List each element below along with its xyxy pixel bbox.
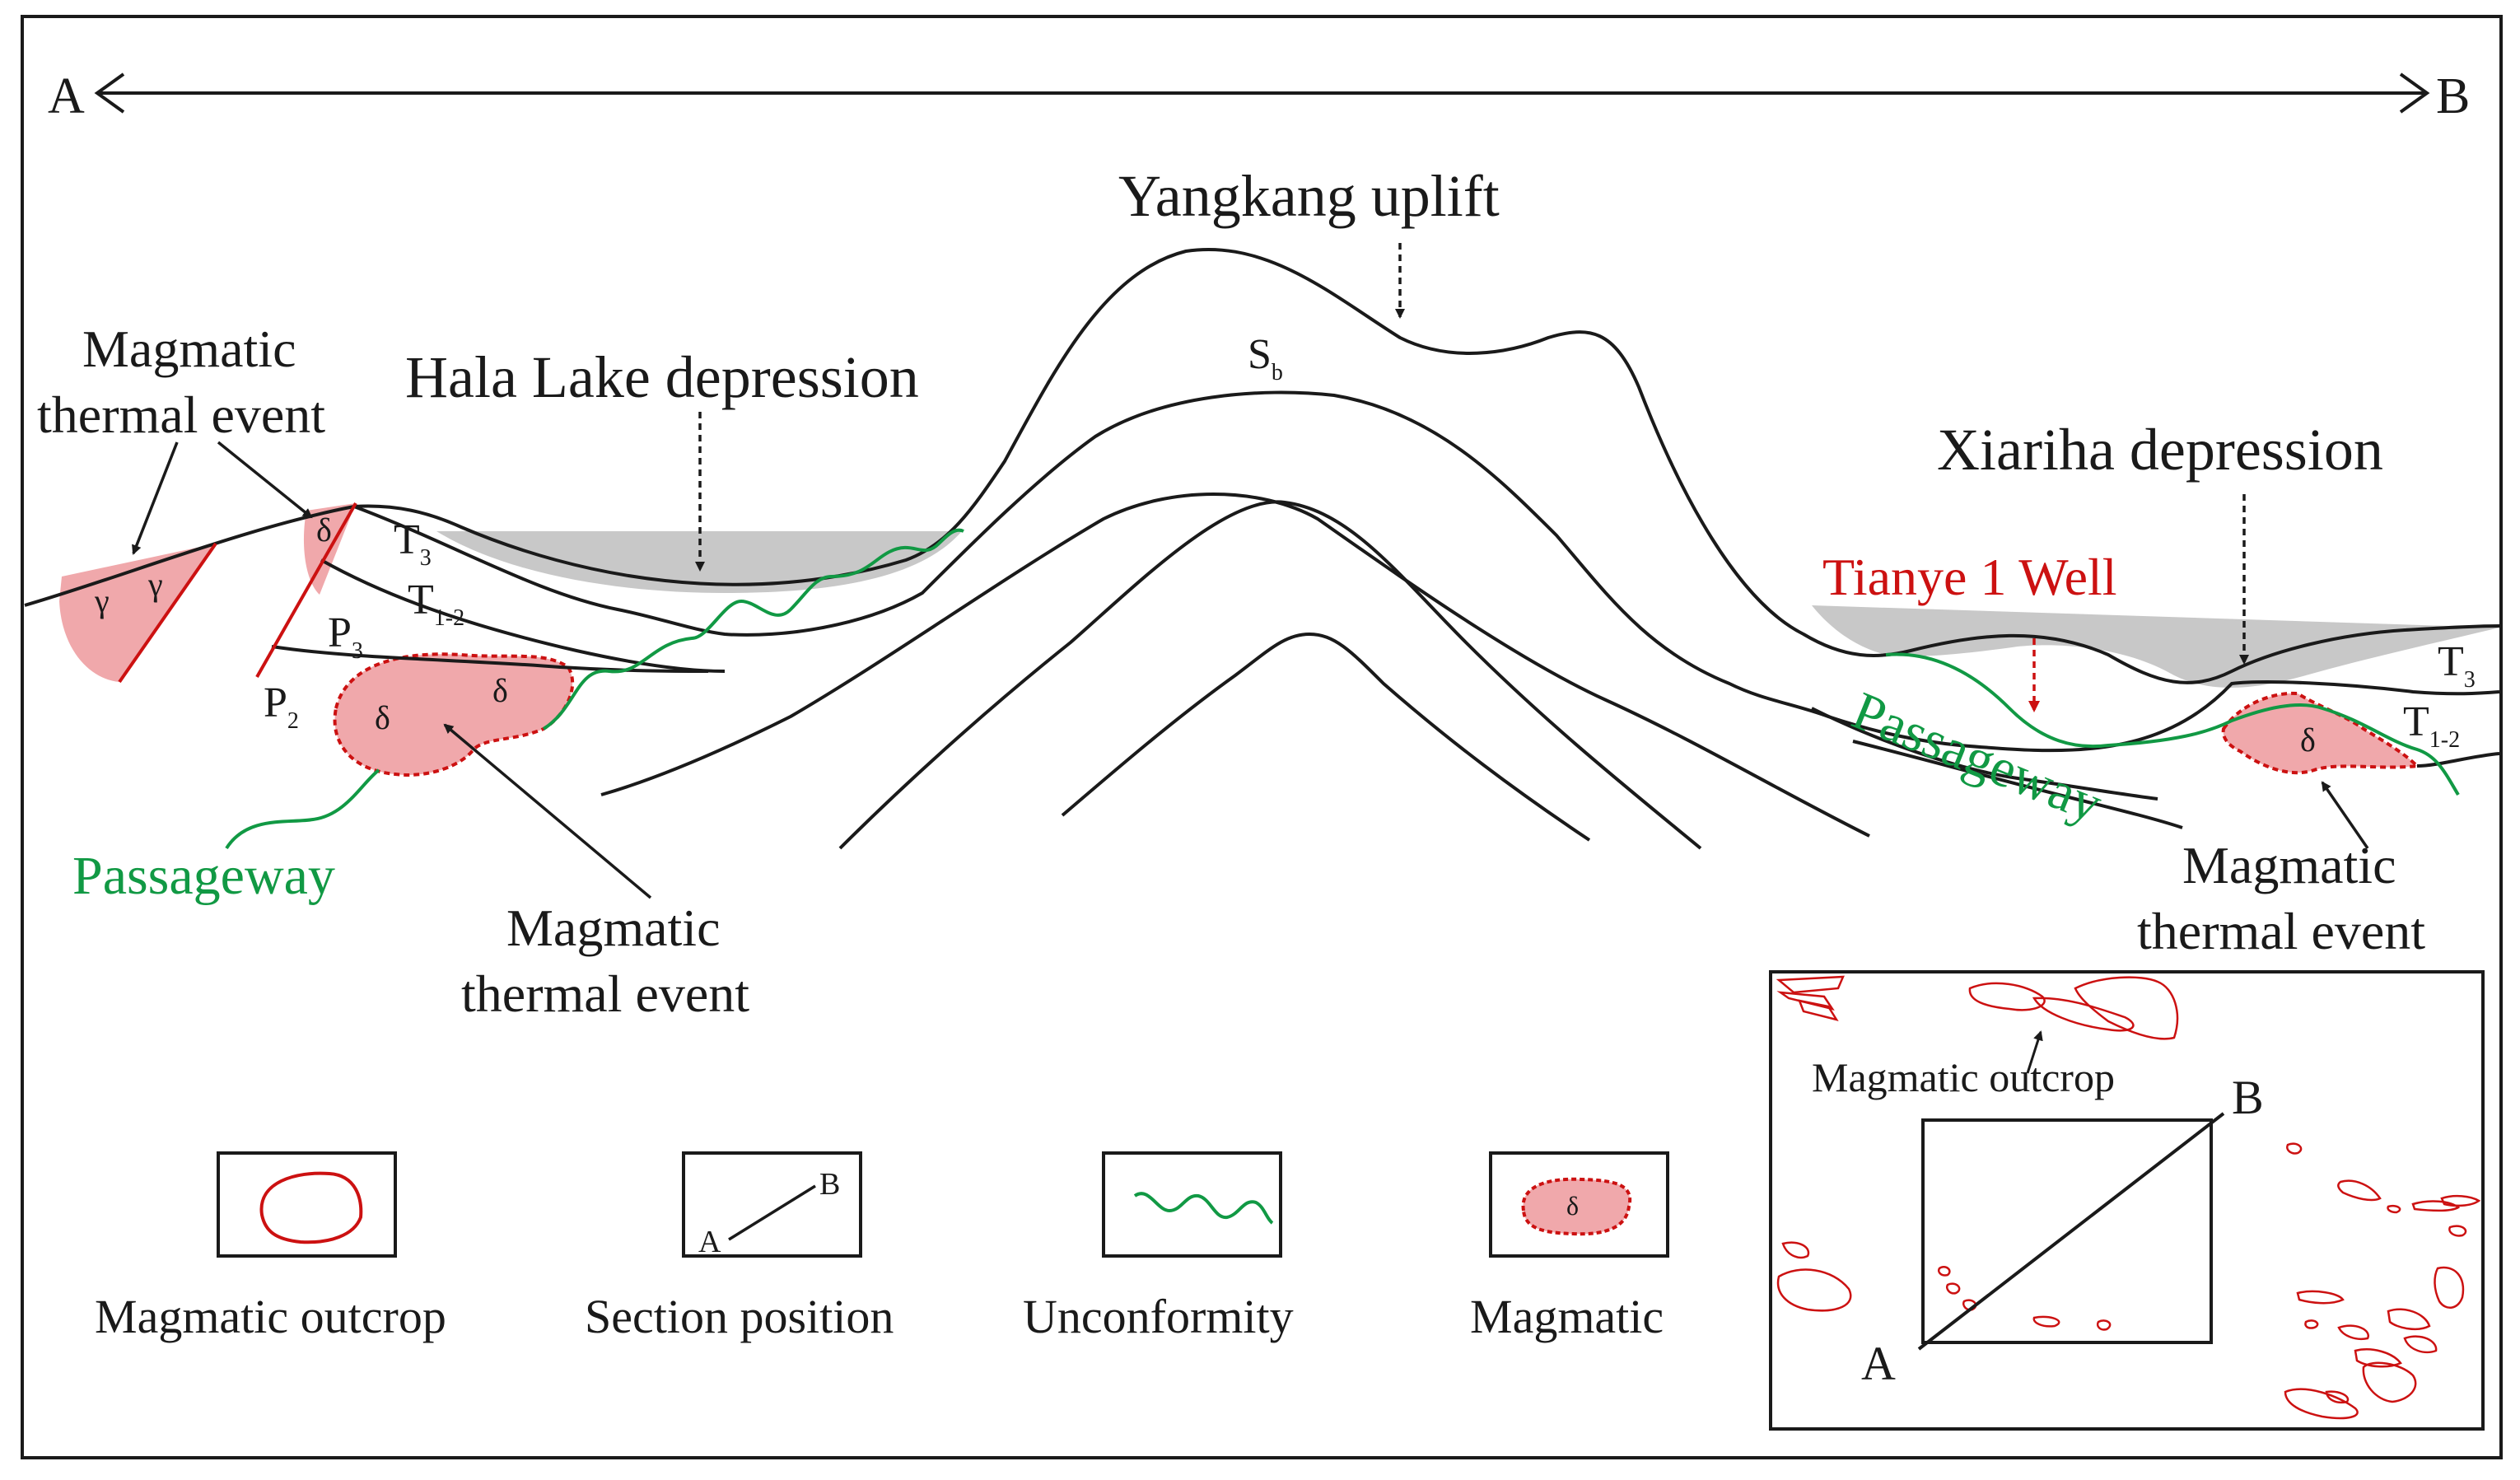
- unconformity-lines: [225, 528, 2460, 850]
- inset-section-box: [1921, 1118, 2213, 1344]
- gamma-symbol-2: γ: [147, 566, 163, 603]
- legend-item-unconformity: Unconformity: [1023, 1151, 1294, 1343]
- stratum-p2: P2: [264, 679, 299, 734]
- magmatic-symbols: γ γ δ δ δ δ: [94, 511, 2316, 759]
- strata-symbols: T3 T1-2 P3 P2 Sb T3 T1-2: [264, 331, 2476, 753]
- inset-outcrop-arrow: [2026, 1030, 2043, 1074]
- thermal-event-label-2: thermal event: [461, 964, 749, 1023]
- stratum-p3: P3: [328, 609, 363, 664]
- unconformity-right: [1885, 652, 2460, 796]
- gamma-symbol-1: γ: [94, 582, 110, 619]
- yangkang-uplift-label: Yangkang uplift: [1118, 163, 1500, 229]
- thermal-event-label-1: thermal event: [37, 385, 325, 444]
- arrow-to-left-delta: [443, 723, 652, 899]
- legend-unconformity-label: Unconformity: [1023, 1290, 1294, 1343]
- legend-item-outcrop: Magmatic outcrop: [95, 1151, 446, 1343]
- strata-lines: [24, 248, 2500, 850]
- fault-left: [118, 542, 217, 684]
- thermal-event-label-3: thermal event: [2137, 902, 2425, 960]
- inset-point-a: A: [1861, 1337, 1896, 1390]
- hala-lake-depression-label: Hala Lake depression: [405, 344, 919, 410]
- delta-magmatic-body-right: [2221, 691, 2421, 775]
- arrow-to-right-delta: [2321, 781, 2369, 849]
- legend: Magmatic outcrop A B Section position Un…: [95, 1151, 1669, 1343]
- gamma-magmatic-body: [59, 544, 216, 682]
- passageway-label-right: Passageway: [1844, 680, 2110, 834]
- delta-symbol-left-1: δ: [375, 699, 390, 736]
- legend-section-label: Section position: [585, 1290, 894, 1343]
- xiariha-depression-fill: [1812, 605, 2499, 688]
- inset-outcrops: [1776, 975, 2481, 1420]
- legend-item-section: A B Section position: [585, 1151, 894, 1343]
- stratum-t12-right: T1-2: [2403, 698, 2460, 753]
- magmatic-label-2: Magmatic: [506, 899, 720, 957]
- section-line: A B: [48, 68, 2470, 124]
- section-end-label: B: [2436, 68, 2470, 124]
- unconformity-left-upper: [542, 528, 964, 731]
- delta-symbol-fault: δ: [316, 511, 332, 549]
- section-start-label: A: [48, 68, 85, 124]
- arrow-to-gamma: [132, 441, 179, 555]
- magmatic-label-3: Magmatic: [2182, 836, 2396, 894]
- inset-point-b: B: [2232, 1071, 2264, 1124]
- magmatic-swatch-delta: δ: [1566, 1191, 1579, 1221]
- delta-symbol-left-2: δ: [492, 672, 508, 709]
- legend-outcrop-label: Magmatic outcrop: [95, 1290, 446, 1343]
- inset-map: A B Magmatic outcrop: [1769, 970, 2485, 1431]
- inset-section-line: [1917, 1112, 2225, 1351]
- inset-outcrop-label: Magmatic outcrop: [1812, 1054, 2115, 1100]
- magmatic-label-1: Magmatic: [82, 320, 296, 378]
- annotation-arrows: [132, 243, 2369, 899]
- legend-item-magmatic: δ Magmatic: [1470, 1151, 1669, 1343]
- delta-magmatic-body-left: [333, 652, 575, 777]
- unconformity-left-lower: [225, 768, 380, 850]
- arrow-to-fault-delta: [217, 441, 313, 519]
- legend-magmatic-label: Magmatic: [1470, 1290, 1664, 1343]
- stratum-t3-left: T3: [394, 516, 432, 571]
- faults: [118, 502, 357, 684]
- unconformity-swatch: [1133, 1192, 1274, 1225]
- legend-section-a: A: [698, 1225, 721, 1259]
- magmatic-swatch: [1521, 1177, 1632, 1236]
- section-swatch: [728, 1184, 816, 1241]
- outcrop-swatch: [259, 1171, 363, 1244]
- xiariha-depression-label: Xiariha depression: [1937, 417, 2383, 483]
- tianye-well-label: Tianye 1 Well: [1822, 548, 2117, 606]
- legend-section-b: B: [819, 1167, 840, 1202]
- stratum-t12-left: T1-2: [408, 577, 464, 631]
- stratum-sb: Sb: [1248, 331, 1283, 385]
- delta-symbol-right: δ: [2300, 721, 2316, 759]
- fault-right: [255, 502, 357, 678]
- figure-frame: [21, 15, 2503, 1459]
- passageway-label-left: Passageway: [72, 846, 335, 906]
- stratum-t3-right: T3: [2438, 638, 2476, 693]
